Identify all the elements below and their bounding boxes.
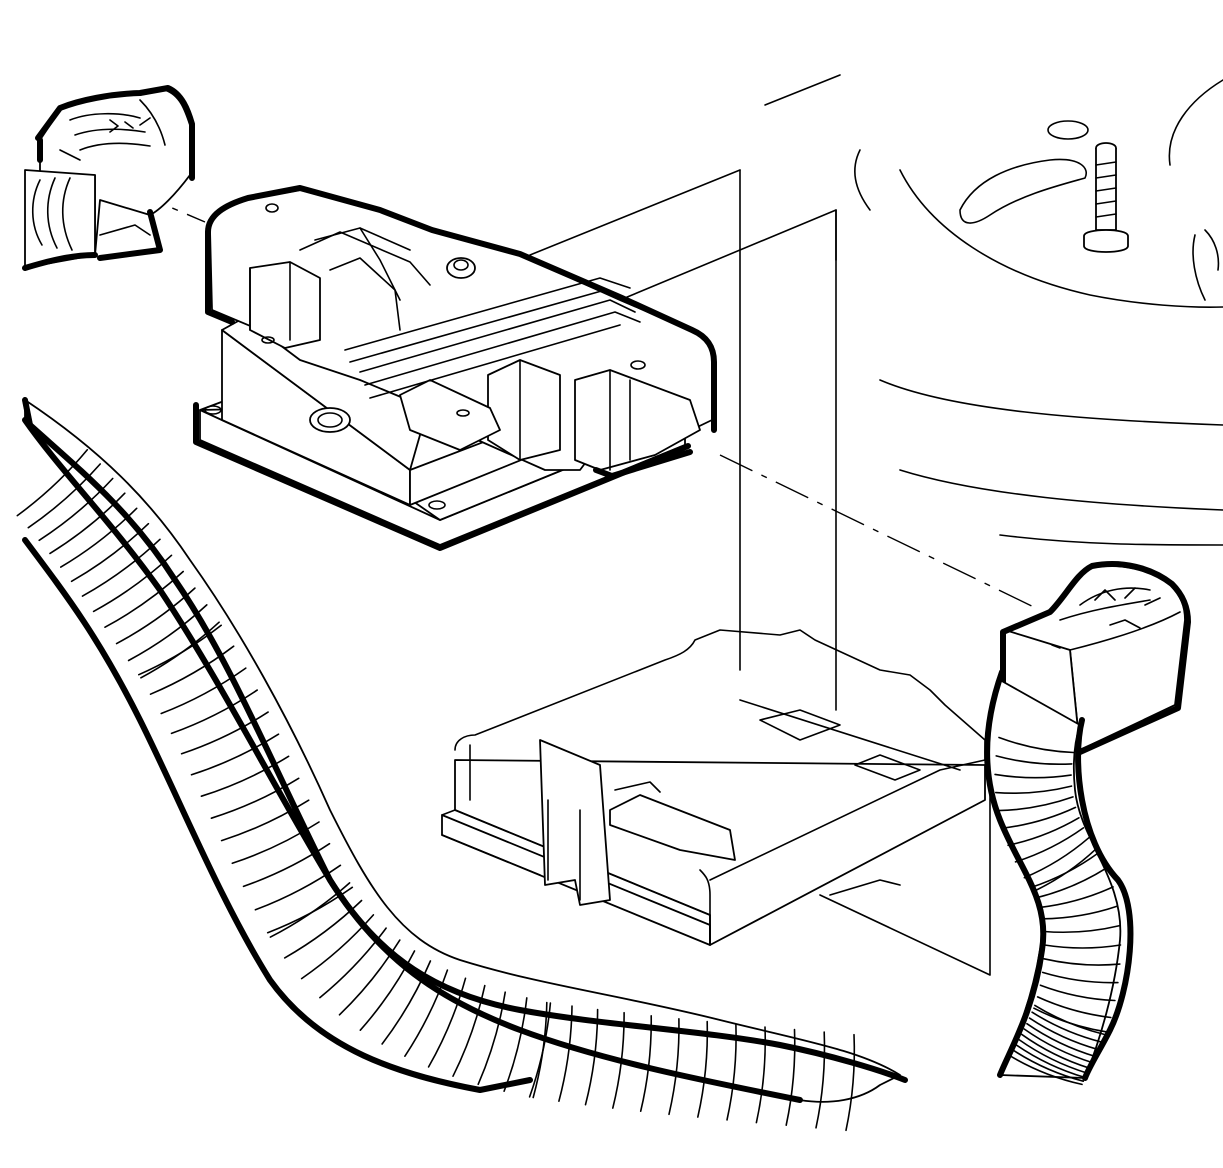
corrugation-ring xyxy=(70,522,150,583)
stud xyxy=(1083,142,1129,253)
mounting-bracket xyxy=(441,629,991,976)
corrugation-ring xyxy=(1028,1017,1100,1051)
corrugation-ring xyxy=(149,645,235,695)
corrugation-ring xyxy=(1036,996,1112,1019)
corrugation-ring xyxy=(503,997,528,1092)
corrugation-ring xyxy=(127,604,208,662)
corrugation-ring xyxy=(1018,1038,1088,1074)
corrugation-ring xyxy=(1030,851,1100,889)
corrugation-ring xyxy=(1001,806,1077,829)
corrugation-ring xyxy=(532,1001,548,1099)
corrugation-ring xyxy=(845,1033,856,1132)
control-module xyxy=(193,185,717,551)
corrugation-ring xyxy=(1043,958,1121,966)
corrugation-ring xyxy=(1020,1033,1091,1069)
corrugation-ring xyxy=(381,960,432,1045)
corrugation-ring xyxy=(639,1015,653,1112)
corrugation-ring xyxy=(697,1020,709,1118)
corrugation-ring xyxy=(1023,836,1090,879)
corrugation-ring xyxy=(1031,1011,1103,1043)
corrugation-ring xyxy=(404,969,449,1057)
corrugation-ring xyxy=(1014,827,1085,863)
corrugation-ring xyxy=(190,733,280,776)
mounting-surface xyxy=(764,74,1223,546)
corrugation-ring xyxy=(1039,984,1116,1002)
corrugation-ring xyxy=(180,711,269,755)
corrugation-ring xyxy=(81,538,161,597)
corrugation-ring xyxy=(231,821,320,865)
corrugation-ring xyxy=(104,570,184,628)
corrugation-ring xyxy=(300,914,375,980)
corrugation-ring xyxy=(1007,817,1080,847)
corrugation-ring xyxy=(612,1011,625,1109)
corrugation-ring xyxy=(210,777,300,819)
corrugation-ring xyxy=(220,799,310,842)
corrugation-ring xyxy=(242,842,331,888)
corrugation-ring xyxy=(995,785,1073,795)
corrugation-ring xyxy=(319,927,387,999)
corrugation-ring xyxy=(1010,1055,1083,1086)
corrugation-ring xyxy=(998,736,1075,754)
corrugation-ring xyxy=(1041,905,1119,920)
corrugation-ring xyxy=(92,554,173,613)
corrugation-ring xyxy=(49,492,126,555)
corrugation-ring xyxy=(16,449,89,517)
corrugation-ring xyxy=(994,773,1072,779)
corrugation-ring xyxy=(1026,1022,1097,1058)
corrugation-ring xyxy=(997,796,1074,812)
corrugation-ring xyxy=(1043,924,1121,934)
corrugation-ring xyxy=(269,882,351,938)
corrugation-ring xyxy=(668,1018,680,1116)
corrugation-ring xyxy=(60,507,138,568)
corrugation-ring xyxy=(170,689,258,735)
harness-left-corrugations xyxy=(16,449,856,1132)
corrugation-ring xyxy=(160,667,247,715)
corrugation-ring xyxy=(283,899,363,959)
harness-right-corrugations xyxy=(994,736,1122,1086)
corrugation-ring xyxy=(200,755,290,797)
corrugation-ring xyxy=(1015,1044,1086,1079)
corrugation-ring xyxy=(815,1031,826,1129)
corrugation-ring xyxy=(558,1005,573,1102)
corrugation-ring xyxy=(1034,1004,1106,1036)
corrugation-ring xyxy=(359,950,416,1031)
harness-left-stub xyxy=(22,169,98,271)
alignment-lines xyxy=(129,169,1041,711)
corrugation-ring xyxy=(338,939,401,1016)
corrugation-ring xyxy=(1013,1049,1085,1082)
corrugation-ring xyxy=(995,755,1073,765)
corrugation-ring xyxy=(1039,886,1114,909)
corrugation-ring xyxy=(477,991,506,1086)
corrugation-ring xyxy=(254,864,342,911)
corrugation-ring xyxy=(755,1026,767,1124)
corrugation-ring xyxy=(138,624,222,676)
corrugation-ring xyxy=(27,463,101,529)
corrugation-ring xyxy=(427,977,467,1068)
corrugation-ring xyxy=(115,587,196,645)
corrugation-ring xyxy=(452,984,486,1077)
corrugation-ring xyxy=(38,477,114,542)
corrugation-ring xyxy=(1041,971,1119,984)
corrugation-ring xyxy=(1043,944,1122,949)
corrugation-ring xyxy=(1035,867,1108,899)
harness-left xyxy=(22,397,908,1103)
corrugation-ring xyxy=(1023,1028,1094,1064)
corrugation-ring xyxy=(785,1028,796,1126)
corrugation-ring xyxy=(726,1023,737,1121)
corrugation-ring xyxy=(584,1008,599,1106)
